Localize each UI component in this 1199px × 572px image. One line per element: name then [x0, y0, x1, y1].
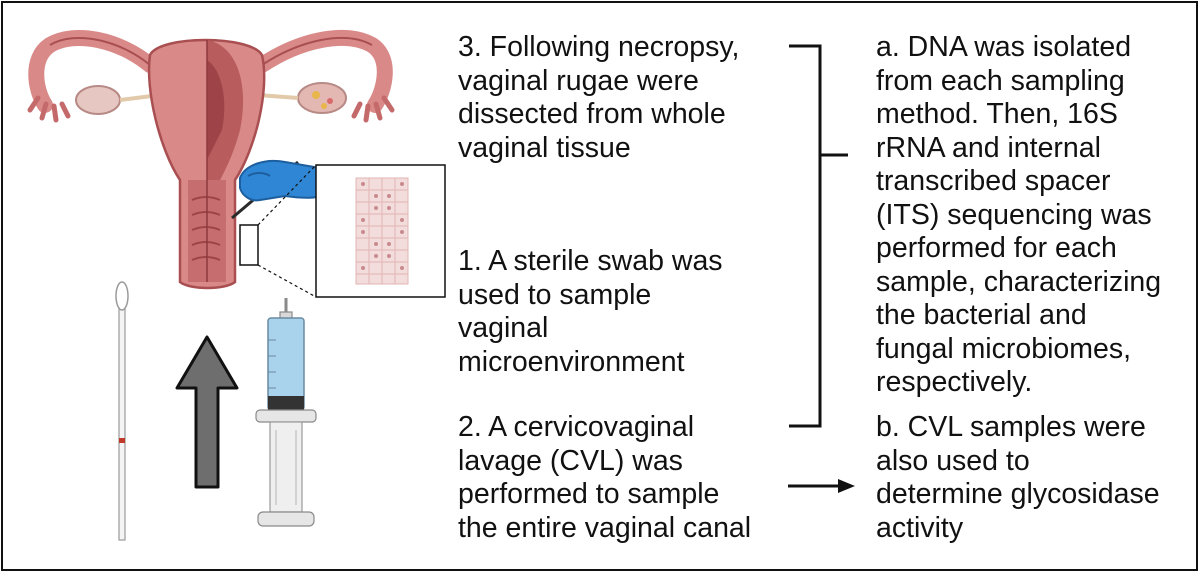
tissue-inset	[239, 164, 446, 298]
uterus-illustration	[27, 29, 395, 290]
connector-bracket	[789, 44, 848, 428]
up-arrow-icon	[175, 335, 239, 489]
step-1-text: 1. A sterile swab was used to sample vag…	[458, 245, 723, 378]
syringe-icon	[255, 298, 317, 527]
step-3-text: 3. Following necropsy, vaginal rugae wer…	[458, 31, 740, 164]
arrow-to-outcome-b	[788, 479, 855, 493]
outcome-a-text: a. DNA was isolated from each sampling m…	[876, 31, 1162, 398]
step-2-text: 2. A cervicovaginal lavage (CVL) was per…	[458, 411, 752, 544]
swab-icon	[115, 281, 129, 541]
outcome-b-text: b. CVL samples were also used to determi…	[876, 411, 1160, 544]
